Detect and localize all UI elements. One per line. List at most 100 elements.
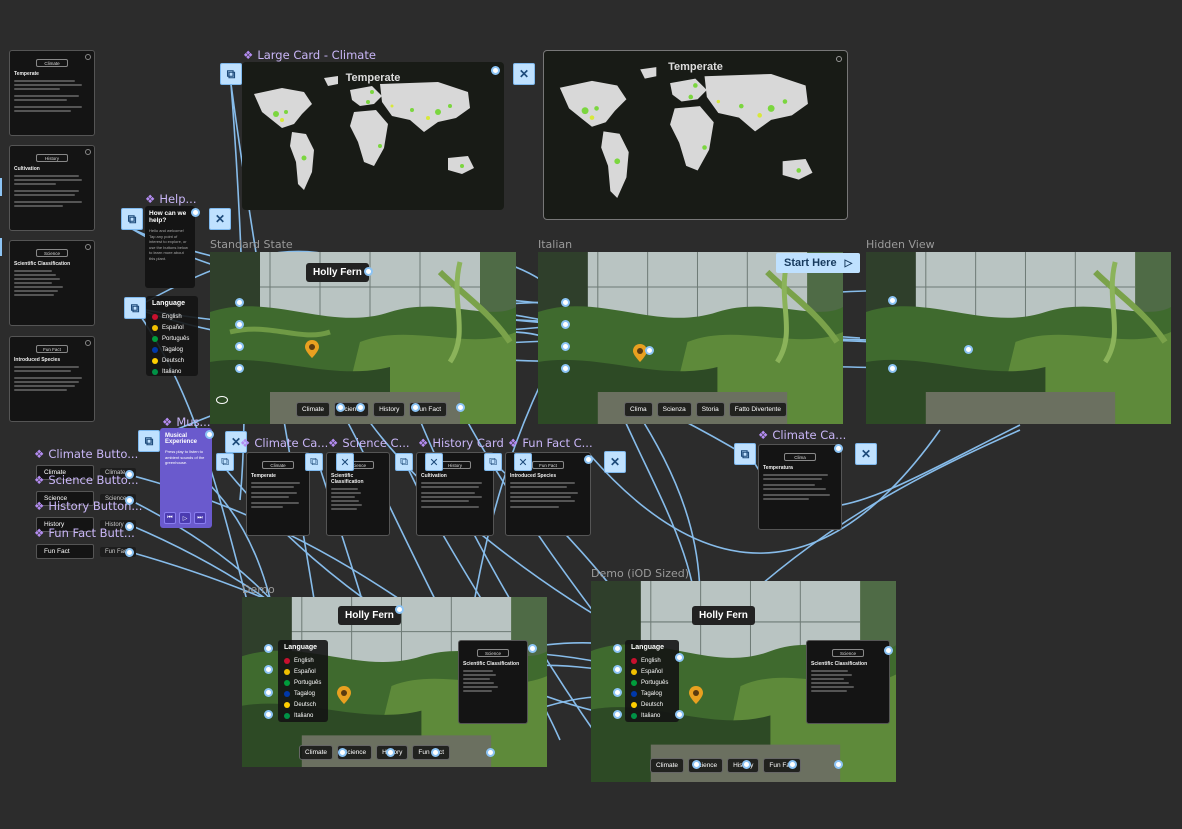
connection-pin[interactable] bbox=[125, 548, 134, 557]
connection-pin[interactable] bbox=[742, 760, 751, 769]
connection-pin[interactable] bbox=[125, 522, 134, 531]
fun-fact-tab[interactable]: Fatto Divertente bbox=[728, 402, 787, 417]
close-overlay-button[interactable]: ✕ bbox=[336, 453, 354, 471]
connection-pin[interactable] bbox=[125, 470, 134, 479]
close-overlay-button[interactable]: ✕ bbox=[604, 451, 626, 473]
connection-pin[interactable] bbox=[613, 665, 622, 674]
connection-pin[interactable] bbox=[235, 298, 244, 307]
connection-pin[interactable] bbox=[788, 760, 797, 769]
language-item[interactable]: Tagalog bbox=[152, 344, 192, 355]
connection-pin[interactable] bbox=[561, 342, 570, 351]
connection-pin[interactable] bbox=[888, 364, 897, 373]
history-button-pressed[interactable]: History bbox=[100, 519, 136, 530]
connection-pin[interactable] bbox=[675, 710, 684, 719]
overlay-trigger-button[interactable]: ⧉ bbox=[305, 453, 323, 471]
language-item[interactable]: Tagalog bbox=[631, 688, 673, 699]
connection-pin[interactable] bbox=[675, 653, 684, 662]
close-icon[interactable] bbox=[836, 56, 842, 62]
location-marker-icon[interactable] bbox=[633, 344, 647, 362]
connection-pin[interactable] bbox=[964, 345, 973, 354]
connection-pin[interactable] bbox=[486, 748, 495, 757]
climate-tab[interactable]: Climate bbox=[299, 745, 334, 760]
connection-pin[interactable] bbox=[356, 403, 365, 412]
connection-pin[interactable] bbox=[264, 665, 273, 674]
connection-pin[interactable] bbox=[235, 342, 244, 351]
connection-pin[interactable] bbox=[561, 364, 570, 373]
language-item[interactable]: Deutsch bbox=[152, 355, 192, 366]
overlay-trigger-button[interactable]: ⧉ bbox=[484, 453, 502, 471]
connection-pin[interactable] bbox=[235, 364, 244, 373]
connection-pin[interactable] bbox=[264, 688, 273, 697]
history-tab[interactable]: History bbox=[373, 402, 406, 417]
language-item[interactable]: Italiano bbox=[284, 710, 322, 721]
history-tab[interactable]: Storia bbox=[695, 402, 725, 417]
connection-pin[interactable] bbox=[834, 444, 843, 453]
connection-pin[interactable] bbox=[645, 346, 654, 355]
close-icon[interactable] bbox=[85, 149, 91, 155]
close-icon[interactable] bbox=[85, 340, 91, 346]
connection-pin[interactable] bbox=[264, 644, 273, 653]
connection-pin[interactable] bbox=[613, 688, 622, 697]
connection-pin[interactable] bbox=[613, 710, 622, 719]
connection-pin[interactable] bbox=[205, 430, 214, 439]
overlay-trigger-button[interactable]: ⧉ bbox=[121, 208, 143, 230]
climate-tab[interactable]: Clima bbox=[624, 402, 653, 417]
connection-pin[interactable] bbox=[692, 760, 701, 769]
language-item[interactable]: Italiano bbox=[631, 710, 673, 721]
close-icon[interactable] bbox=[85, 244, 91, 250]
play-icon[interactable]: ▷ bbox=[179, 512, 191, 524]
connection-pin[interactable] bbox=[834, 760, 843, 769]
connection-pin[interactable] bbox=[125, 496, 134, 505]
language-item[interactable]: English bbox=[284, 655, 322, 666]
connection-pin[interactable] bbox=[613, 644, 622, 653]
overlay-trigger-button[interactable]: ⧉ bbox=[220, 63, 242, 85]
language-item[interactable]: Português bbox=[152, 333, 192, 344]
fun-fact-button-pressed[interactable]: Fun Fact bbox=[100, 546, 136, 557]
fun-fact-button[interactable]: Fun Fact bbox=[36, 544, 94, 559]
hide-view-icon[interactable] bbox=[216, 396, 228, 404]
language-item[interactable]: Español bbox=[152, 322, 192, 333]
science-tab[interactable]: Scienza bbox=[656, 402, 692, 417]
close-overlay-button[interactable]: ✕ bbox=[209, 208, 231, 230]
close-overlay-button[interactable]: ✕ bbox=[425, 453, 443, 471]
connection-pin[interactable] bbox=[584, 455, 593, 464]
connection-pin[interactable] bbox=[395, 605, 404, 614]
next-icon[interactable]: ⏭ bbox=[194, 512, 206, 524]
language-item[interactable]: English bbox=[152, 311, 192, 322]
connection-pin[interactable] bbox=[456, 403, 465, 412]
language-item[interactable]: Deutsch bbox=[631, 699, 673, 710]
location-marker-icon[interactable] bbox=[337, 686, 351, 704]
previous-icon[interactable]: ⏮ bbox=[164, 512, 176, 524]
language-item[interactable]: Español bbox=[631, 666, 673, 677]
language-item[interactable]: Português bbox=[284, 677, 322, 688]
language-item[interactable]: Italiano bbox=[152, 366, 192, 377]
location-marker-icon[interactable] bbox=[689, 686, 703, 704]
overlay-trigger-button[interactable]: ⧉ bbox=[216, 453, 234, 471]
climate-tab[interactable]: Climate bbox=[296, 402, 331, 417]
connection-pin[interactable] bbox=[411, 403, 420, 412]
connection-pin[interactable] bbox=[191, 208, 200, 217]
connection-pin[interactable] bbox=[364, 267, 373, 276]
connection-pin[interactable] bbox=[386, 748, 395, 757]
connection-pin[interactable] bbox=[561, 320, 570, 329]
close-overlay-button[interactable]: ✕ bbox=[855, 443, 877, 465]
close-overlay-button[interactable]: ✕ bbox=[513, 63, 535, 85]
close-overlay-button[interactable]: ✕ bbox=[514, 453, 532, 471]
language-item[interactable]: Português bbox=[631, 677, 673, 688]
climate-tab[interactable]: Climate bbox=[650, 758, 685, 773]
connection-pin[interactable] bbox=[264, 710, 273, 719]
overlay-trigger-button[interactable]: ⧉ bbox=[395, 453, 413, 471]
location-marker-icon[interactable] bbox=[305, 340, 319, 358]
connection-pin[interactable] bbox=[884, 646, 893, 655]
close-icon[interactable] bbox=[85, 54, 91, 60]
connection-pin[interactable] bbox=[338, 748, 347, 757]
overlay-trigger-button[interactable]: ⧉ bbox=[734, 443, 756, 465]
overlay-trigger-button[interactable]: ⧉ bbox=[124, 297, 146, 319]
connection-pin[interactable] bbox=[235, 320, 244, 329]
connection-pin[interactable] bbox=[431, 748, 440, 757]
language-item[interactable]: Español bbox=[284, 666, 322, 677]
connection-pin[interactable] bbox=[491, 66, 500, 75]
connection-pin[interactable] bbox=[561, 298, 570, 307]
language-item[interactable]: Tagalog bbox=[284, 688, 322, 699]
connection-pin[interactable] bbox=[336, 403, 345, 412]
